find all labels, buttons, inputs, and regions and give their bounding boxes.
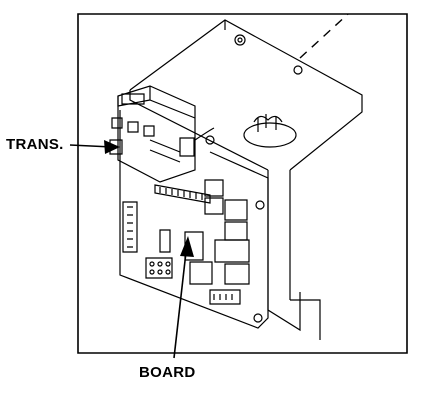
trans-label: TRANS.: [6, 136, 64, 153]
side-panel: [268, 170, 320, 340]
leader-line: [300, 14, 348, 58]
board-arrow: [174, 236, 194, 358]
board-label: BOARD: [139, 364, 196, 381]
circuit-board: [120, 110, 268, 328]
top-cover-plate: [130, 20, 362, 170]
transformer: [110, 86, 214, 182]
figure-frame: [78, 14, 407, 353]
trans-arrow: [70, 140, 120, 154]
pressure-switch: [244, 123, 296, 147]
